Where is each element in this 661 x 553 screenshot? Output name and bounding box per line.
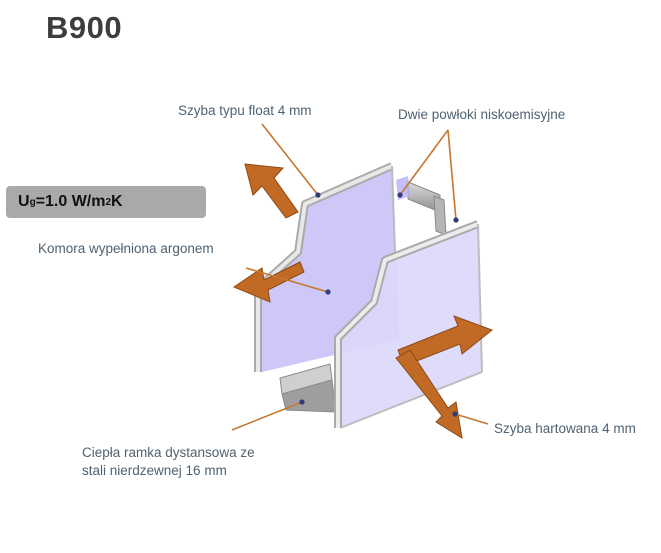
label-float-glass: Szyba typu float 4 mm	[178, 103, 312, 118]
u-unit-tail: K	[111, 193, 123, 210]
u-superscript: 2	[105, 196, 112, 208]
leader-dots	[299, 192, 459, 417]
dot-low-e-1	[397, 192, 403, 198]
u-value-text: =1.0 W/m	[35, 193, 106, 210]
u-subscript: g	[29, 196, 36, 208]
heat-arrow-down-right	[395, 349, 463, 440]
leader-float-glass	[261, 123, 319, 196]
page-title: B900	[46, 10, 123, 45]
u-symbol: U	[18, 193, 30, 210]
bottom-spacer	[279, 363, 337, 413]
dot-float-glass	[315, 192, 321, 198]
dot-spacer	[299, 399, 305, 405]
leader-spacer	[231, 401, 303, 431]
leader-lines	[231, 123, 489, 431]
label-spacer-line1: Ciepła ramka dystansowa ze	[82, 445, 255, 460]
rear-spacer	[407, 181, 447, 236]
leader-low-e-1	[399, 129, 449, 196]
heat-arrow-up-left	[244, 163, 299, 219]
tempered-glass-pane	[334, 220, 483, 429]
leader-low-e-2	[447, 129, 457, 221]
dot-low-e-2	[453, 217, 459, 223]
label-argon-chamber: Komora wypełniona argonem	[38, 241, 214, 256]
label-low-e-coatings: Dwie powłoki niskoemisyjne	[398, 107, 566, 122]
heat-arrow-left	[232, 261, 305, 303]
leader-tempered	[454, 413, 489, 425]
dot-argon	[325, 289, 331, 295]
leader-argon	[245, 267, 329, 293]
label-spacer-line2: stali nierdzewnej 16 mm	[82, 463, 227, 478]
dot-tempered	[452, 411, 458, 417]
label-tempered-glass: Szyba hartowana 4 mm	[494, 421, 636, 436]
